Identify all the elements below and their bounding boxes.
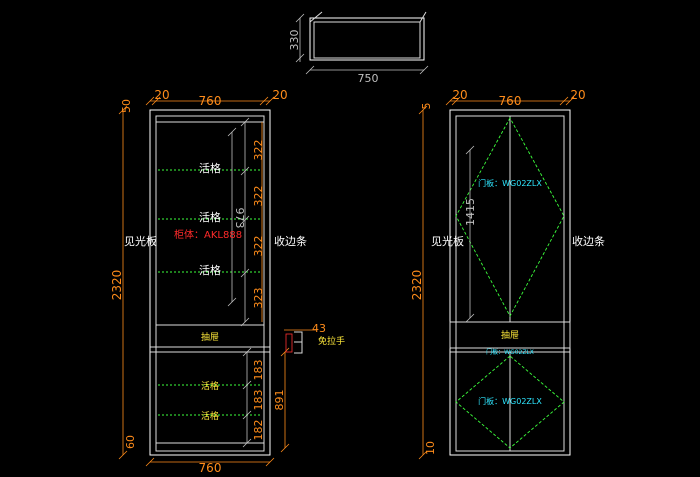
right-bottom-offset-dim: 10 (424, 441, 437, 455)
right-inner-width-dim: 760 (499, 94, 522, 108)
left-shelf-label-1: 活格 (199, 161, 221, 175)
left-side-right-dim: 20 (272, 88, 287, 102)
left-section-dim-2: 322 (252, 186, 265, 207)
top-depth-dim: 330 (288, 30, 301, 51)
right-lower-door-label: 门板：WG02ZLX (478, 396, 542, 406)
left-drawer-label: 抽屉 (201, 331, 219, 343)
left-edge-label: 收边条 (274, 234, 307, 248)
left-panel-label: 见光板 (124, 234, 157, 248)
left-lower-dim-3: 182 (252, 420, 265, 441)
left-inner-width-dim: 760 (199, 94, 222, 108)
left-cabinet-label: 柜体：AKL888 (174, 228, 242, 241)
left-total-height-dim: 2320 (110, 270, 124, 301)
left-bottom-offset-dim: 60 (124, 435, 137, 449)
right-door-note: 门板：WG02ZLX (486, 348, 534, 356)
left-section-dim-1: 322 (252, 140, 265, 161)
handle-label: 免拉手 (318, 335, 345, 347)
right-elevation: 20 760 20 5 2320 10 1415 门板：WG02ZLX 门板：W… (410, 88, 605, 460)
left-lower-dim-2: 183 (252, 390, 265, 411)
right-drawer-label: 抽屉 (501, 329, 519, 341)
left-section-dim-4: 323 (252, 288, 265, 309)
left-side-left-dim: 20 (154, 88, 169, 102)
handle-dim: 43 (312, 322, 326, 335)
right-panel-label: 见光板 (431, 234, 464, 248)
right-upper-door-label: 门板：WG02ZLX (478, 178, 542, 188)
top-width-dim: 750 (358, 72, 379, 85)
right-edge-label: 收边条 (572, 234, 605, 248)
right-side-left-dim: 20 (452, 88, 467, 102)
left-lower-total-dim: 891 (273, 390, 286, 411)
left-section-dim-3: 322 (252, 236, 265, 257)
left-bottom-width-dim: 760 (199, 461, 222, 475)
left-lower-shelf-label-2: 活格 (201, 410, 219, 422)
left-lower-dim-1: 183 (252, 360, 265, 381)
right-total-height-dim: 2320 (410, 270, 424, 301)
left-upper-inner-dim: 973 (233, 208, 246, 229)
left-elevation: 20 760 20 50 2320 60 760 322 322 322 323… (110, 88, 345, 475)
top-view: 330 750 (288, 11, 429, 85)
left-lower-shelf-label-1: 活格 (201, 380, 219, 392)
right-door-height-dim: 1415 (464, 198, 477, 226)
right-side-right-dim: 20 (570, 88, 585, 102)
left-shelf-label-2: 活格 (199, 210, 221, 224)
left-shelf-label-3: 活格 (199, 263, 221, 277)
